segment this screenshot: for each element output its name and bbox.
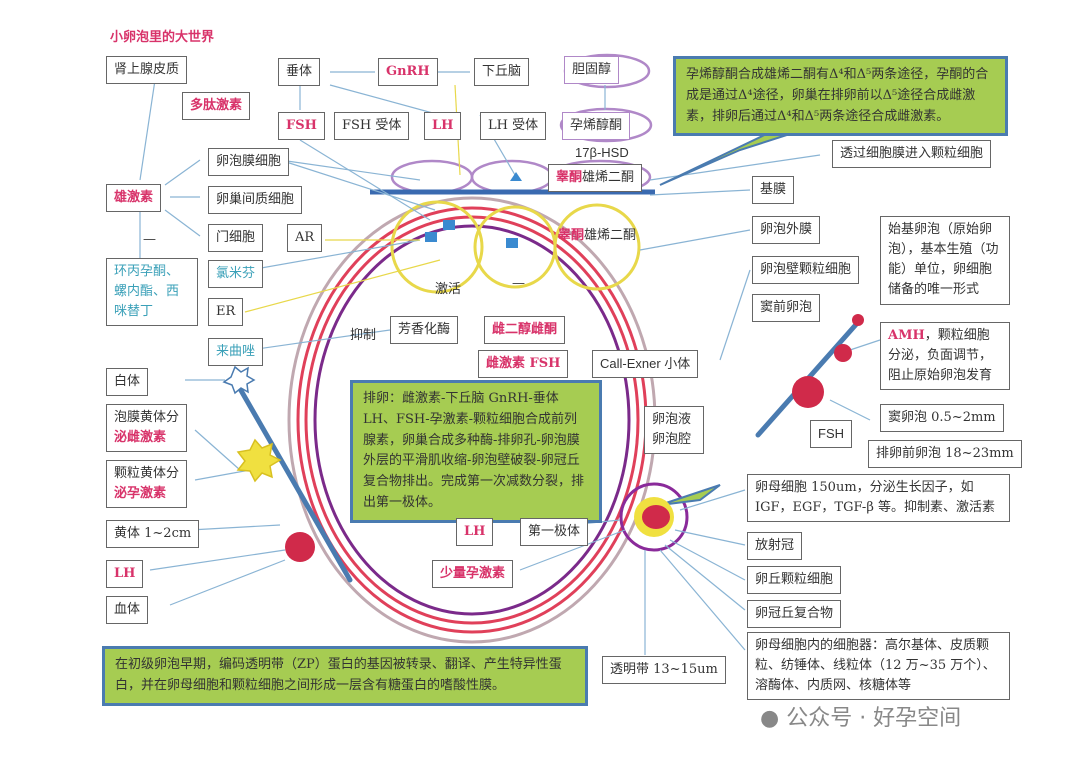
androgen-box: 雄激素 <box>106 184 162 213</box>
letrozole-box: 来曲唑 <box>208 338 264 367</box>
white-body-shape <box>222 365 256 395</box>
granulosa-lutein-box: 颗粒黄体分泌孕激素 <box>106 460 188 509</box>
ovulation-note: 排卵：雌激素-下丘脑 GnRH-垂体 LH、FSH-孕激素-颗粒细胞合成前列腺素… <box>350 380 602 523</box>
membrane-entry-box: 透过细胞膜进入颗粒细胞 <box>832 140 992 169</box>
follicular-antrum-box: 卵泡液卵泡腔 <box>644 406 704 455</box>
little-progesterone-box: 少量孕激素 <box>432 560 514 589</box>
fsh-box: FSH <box>278 112 325 141</box>
androstenedione-label-2: 睾酮雄烯二酮 <box>558 228 637 243</box>
lh-receptor-box: LH 受体 <box>480 112 547 141</box>
page-title: 小卵泡里的大世界 <box>110 30 215 45</box>
theca-externa-box: 卵泡外膜 <box>752 216 821 245</box>
ar-box: AR <box>287 224 323 253</box>
white-body-box: 白体 <box>106 368 149 397</box>
organelles-box: 卵母细胞内的细胞器：高尔基体、皮质颗粒、纺锤体、线粒体（12 万~35 万个）、… <box>747 632 1010 701</box>
activate-label: 激活 <box>435 282 462 297</box>
antral-follicle-box: 窦卵泡 0.5~2mm <box>880 404 1004 433</box>
antiandrogen-drugs-box: 环丙孕酮、螺内酯、西咪替丁 <box>106 258 198 327</box>
theca-cell-circle <box>390 200 484 294</box>
hilus-cell-box: 门细胞 <box>208 224 264 253</box>
corpus-luteum-stalk <box>232 377 353 583</box>
estrogen-fsh-box: 雌激素 FSH <box>478 350 569 379</box>
preovulatory-follicle-box: 排卵前卵泡 18~23mm <box>868 440 1022 469</box>
mural-granulosa-box: 卵泡壁颗粒细胞 <box>752 256 860 285</box>
call-exner-box: Call-Exner 小体 <box>592 350 699 379</box>
lh-box: LH <box>424 112 462 141</box>
oocyte-box: 卵母细胞 150um，分泌生长因子，如 IGF，EGF，TGF-β 等。抑制素、… <box>747 474 1010 523</box>
granulosa-cell-circle-2 <box>553 203 641 291</box>
pituitary-box: 垂体 <box>278 58 321 87</box>
theca-cell-box: 卵泡膜细胞 <box>208 148 290 177</box>
aromatase-box: 芳香化酶 <box>390 316 459 345</box>
blood-body-box: 血体 <box>106 596 149 625</box>
theca-lutein-box: 泡膜黄体分泌雌激素 <box>106 404 188 453</box>
pregnenolone-box: 孕烯醇酮 <box>562 112 631 141</box>
lh-box-left: LH <box>106 560 144 589</box>
fsh-receptor-box: FSH 受体 <box>334 112 410 141</box>
steroid-pathway-note: 孕烯醇酮合成雄烯二酮有Δ⁴和Δ⁵两条途径，孕酮的合成是通过Δ⁴途径，卵巢在排卵前… <box>673 56 1008 137</box>
wechat-icon: ● <box>760 706 780 731</box>
lh-box-center: LH <box>456 518 494 547</box>
hsd-label: 17β-HSD <box>575 145 629 160</box>
er-box: ER <box>208 298 244 327</box>
amh-box: AMH，颗粒细胞分泌，负面调节，阻止原始卵泡发育 <box>880 322 1010 391</box>
corpus-luteum-shape <box>236 438 282 483</box>
preantral-follicle-box: 窦前卵泡 <box>752 294 821 323</box>
coc-box: 卵冠丘复合物 <box>747 600 842 629</box>
primordial-follicle-box: 始基卵泡（原始卵泡），基本生殖（功能）单位，卵细胞储备的唯一形式 <box>880 216 1010 305</box>
peptide-hormone-box: 多肽激素 <box>182 92 251 121</box>
basement-membrane-box: 基膜 <box>752 176 795 205</box>
hypothalamus-box: 下丘脑 <box>474 58 530 87</box>
oocyte-shape <box>642 505 670 529</box>
adrenal-cortex-box: 肾上腺皮质 <box>106 56 188 85</box>
corona-radiata-box: 放射冠 <box>747 532 803 561</box>
minus-sign: — <box>143 232 156 247</box>
follicle-inner-ring <box>313 224 631 616</box>
inhibit-label: 抑制 <box>350 328 377 343</box>
oocyte-ring <box>619 482 689 552</box>
gnrh-box: GnRH <box>378 58 438 87</box>
estradiol-box: 雌二醇雌酮 <box>484 316 566 345</box>
clomiphene-box: 氯米芬 <box>208 260 264 289</box>
first-polar-body-box: 第一极体 <box>520 518 589 547</box>
interstitial-cell-box: 卵巢间质细胞 <box>208 186 303 215</box>
fsh-box-right: FSH <box>810 420 852 449</box>
watermark: ● 公众号 · 好孕空间 <box>760 706 962 731</box>
zona-pellucida-box: 透明带 13~15um <box>602 656 726 685</box>
cholesterol-box: 胆固醇 <box>564 56 620 85</box>
corpus-luteum-box: 黄体 1~2cm <box>106 520 200 549</box>
cumulus-cells-box: 卵丘颗粒细胞 <box>747 566 842 595</box>
zona-pellucida-note: 在初级卵泡早期，编码透明带（ZP）蛋白的基因被转录、翻译、产生特异性蛋白，并在卵… <box>102 646 588 706</box>
blood-body-shape <box>285 532 315 562</box>
minus-label: — <box>512 276 525 291</box>
